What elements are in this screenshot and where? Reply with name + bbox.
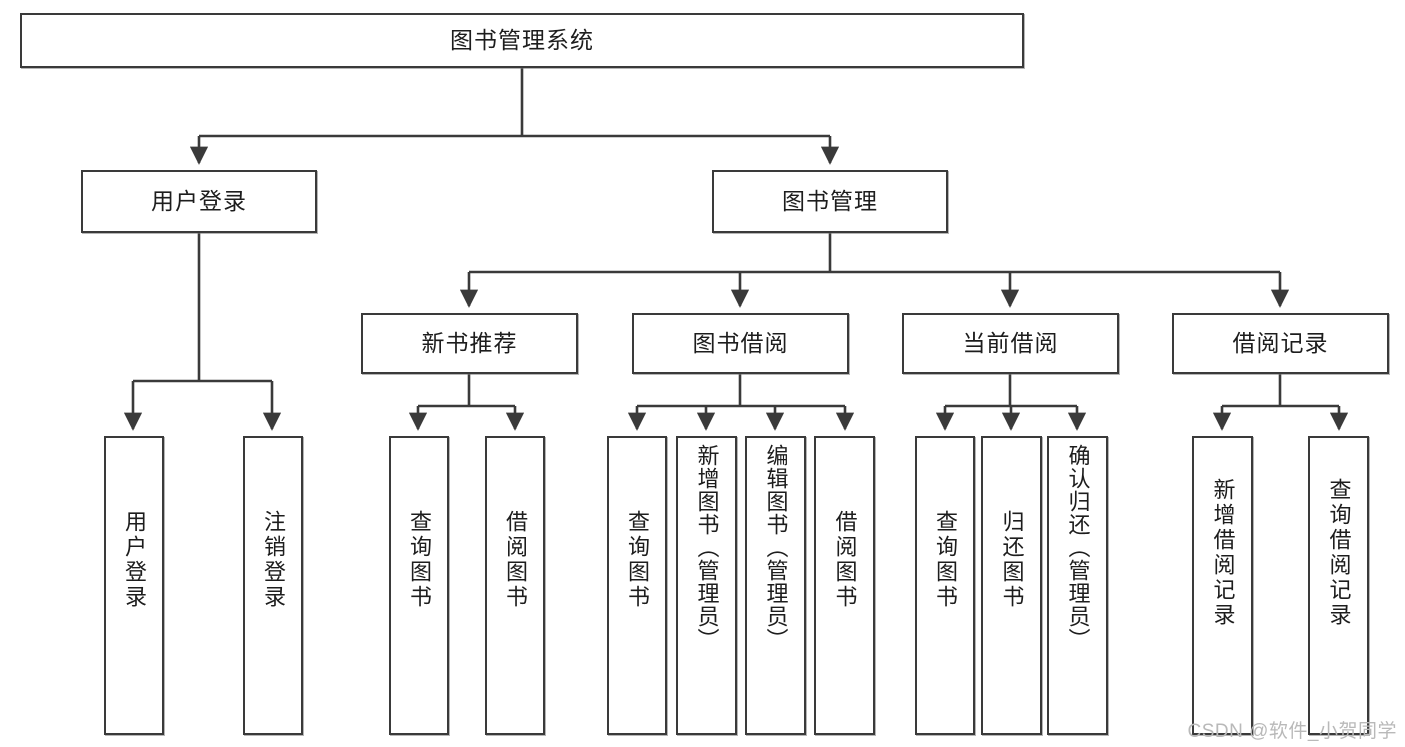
node-label: 用户登录	[121, 510, 147, 610]
node-label: 借阅图书	[502, 510, 528, 610]
leaf-borrow-book[interactable]: 借阅图书	[814, 436, 875, 735]
node-label: 借阅图书	[832, 510, 858, 610]
node-borrow-record[interactable]: 借阅记录	[1172, 313, 1389, 374]
leaf-user-logout[interactable]: 注销登录	[243, 436, 303, 735]
node-label: 注销登录	[260, 510, 286, 610]
node-user-login[interactable]: 用户登录	[81, 170, 317, 233]
leaf-query-book-borrow[interactable]: 查询图书	[607, 436, 667, 735]
node-label: 图书管理系统	[450, 26, 594, 53]
leaf-query-book-recommend[interactable]: 查询图书	[389, 436, 449, 735]
node-current-borrow[interactable]: 当前借阅	[902, 313, 1119, 374]
node-label: 归还图书	[999, 510, 1025, 610]
leaf-confirm-return-admin[interactable]: 确认归还（管理员）	[1047, 436, 1108, 735]
node-new-book-recommend[interactable]: 新书推荐	[361, 313, 578, 374]
node-root-book-management-system[interactable]: 图书管理系统	[20, 13, 1024, 68]
node-label: 用户登录	[151, 187, 247, 214]
node-label: 查询图书	[932, 510, 958, 610]
leaf-add-book-admin[interactable]: 新增图书（管理员）	[676, 436, 737, 735]
node-label: 新增借阅记录	[1210, 478, 1236, 628]
leaf-return-book[interactable]: 归还图书	[981, 436, 1042, 735]
node-book-borrow[interactable]: 图书借阅	[632, 313, 849, 374]
leaf-query-book-current[interactable]: 查询图书	[915, 436, 975, 735]
node-label: 借阅记录	[1232, 329, 1329, 356]
node-label: 确认归还（管理员）	[1065, 444, 1091, 651]
csdn-watermark: CSDN @软件_小贺同学	[1187, 721, 1397, 742]
leaf-query-borrow-record[interactable]: 查询借阅记录	[1308, 436, 1369, 735]
node-label: 编辑图书（管理员）	[763, 444, 789, 651]
node-book-manage[interactable]: 图书管理	[712, 170, 948, 233]
node-label: 新书推荐	[421, 329, 518, 356]
leaf-user-login[interactable]: 用户登录	[104, 436, 164, 735]
node-label: 新增图书（管理员）	[694, 444, 720, 651]
node-label: 图书管理	[782, 187, 878, 214]
node-label: 当前借阅	[962, 329, 1059, 356]
leaf-borrow-book-recommend[interactable]: 借阅图书	[485, 436, 545, 735]
node-label: 查询图书	[406, 510, 432, 610]
node-label: 查询借阅记录	[1326, 478, 1352, 628]
node-label: 查询图书	[624, 510, 650, 610]
node-label: 图书借阅	[692, 329, 789, 356]
leaf-add-borrow-record[interactable]: 新增借阅记录	[1192, 436, 1253, 735]
leaf-edit-book-admin[interactable]: 编辑图书（管理员）	[745, 436, 806, 735]
